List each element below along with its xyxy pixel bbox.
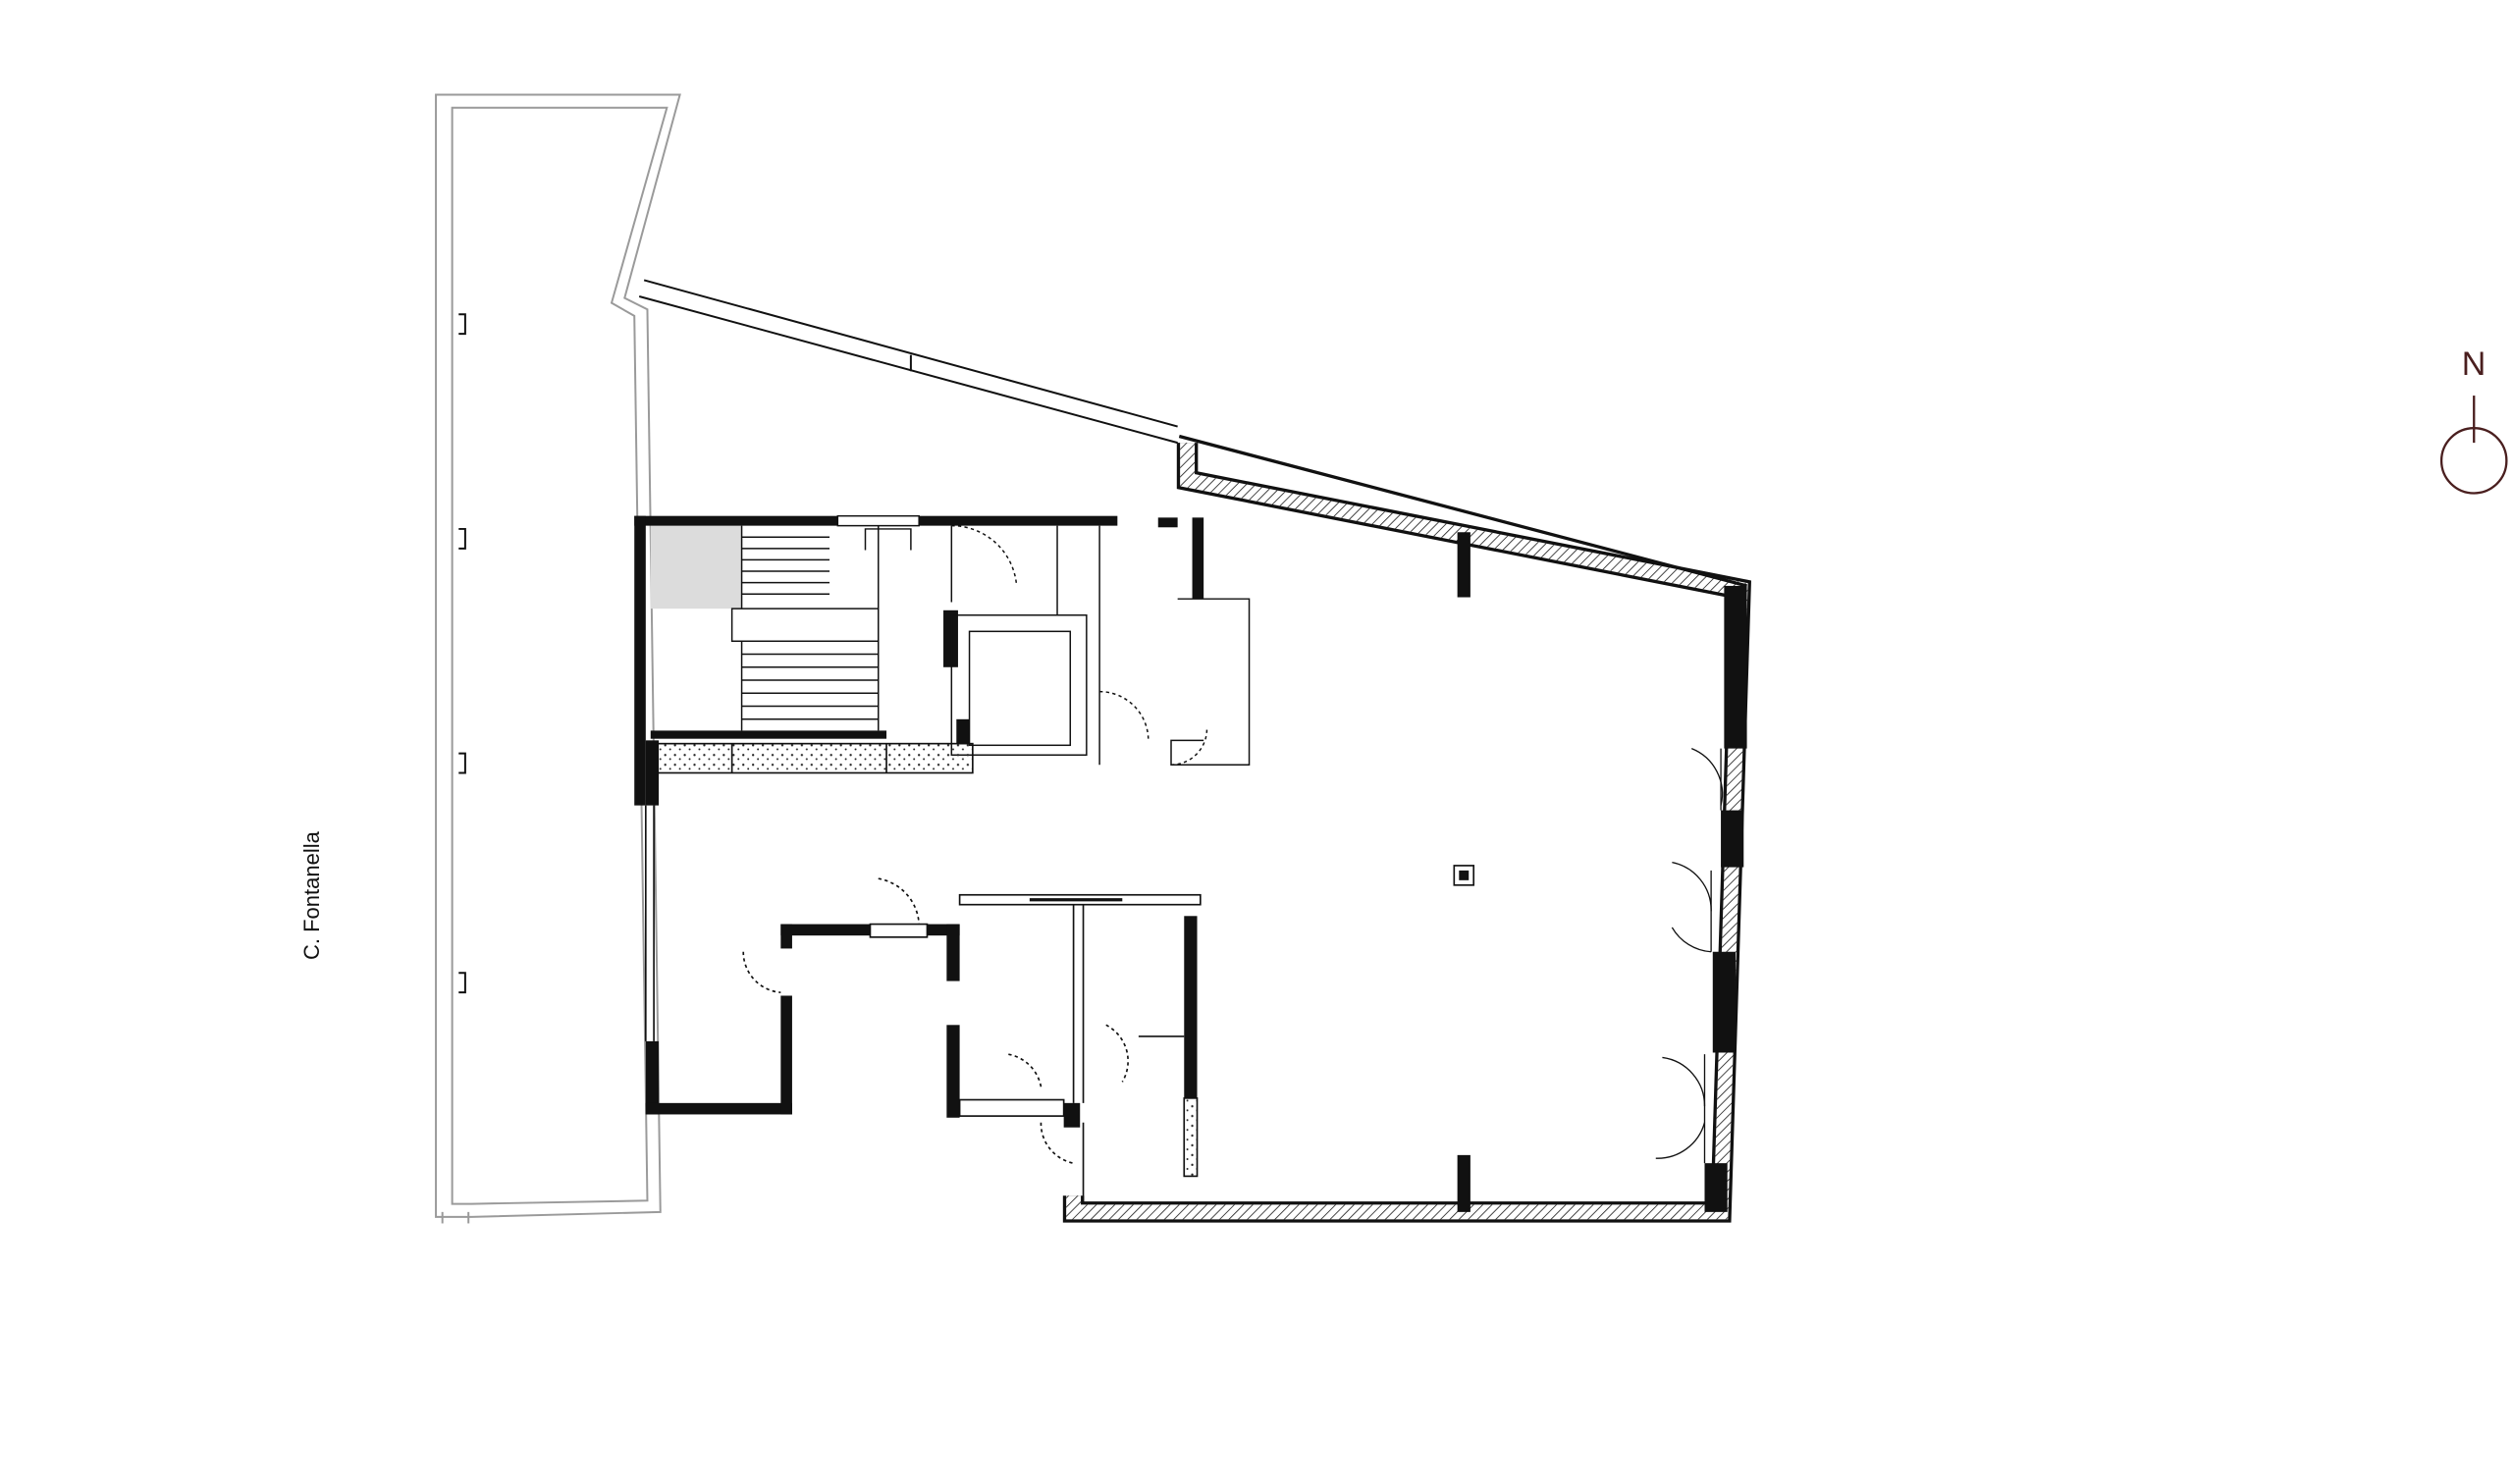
column-marker: [1453, 865, 1475, 886]
main-hall-walls: [1062, 434, 1751, 1223]
diagonal-passage: [638, 279, 1178, 445]
north-label: N: [2461, 345, 2486, 383]
lower-rooms: [645, 877, 1202, 1204]
west-window: [644, 805, 655, 1041]
street-label: C. Fontanella: [299, 831, 324, 960]
north-arrow-icon: [2439, 396, 2508, 495]
stair-block: [634, 514, 1251, 806]
east-doors: [1655, 748, 1724, 1164]
solid-walls: [1184, 517, 1747, 1212]
